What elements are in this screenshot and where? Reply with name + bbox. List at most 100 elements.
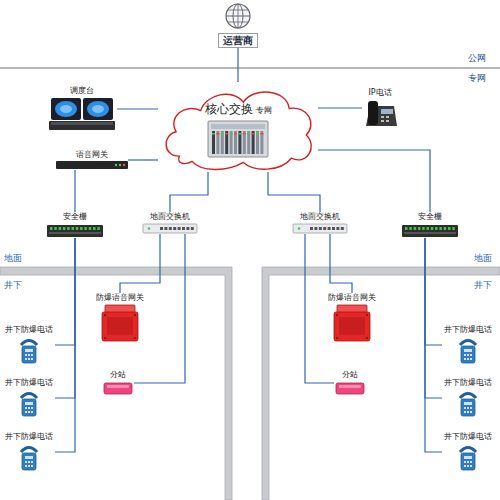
icon-holder [292,222,348,234]
icon-holder [47,96,117,132]
device-label: 安全栅 [46,212,104,222]
connector [268,172,320,212]
mine-phone: 井下防爆电话 [3,325,55,365]
mine-phone: 井下防爆电话 [442,378,494,418]
mine-phone: 井下防爆电话 [3,378,55,418]
icon-holder [334,380,366,396]
connector [74,170,75,212]
device-label: 井下防爆电话 [442,325,494,335]
voice-gateway: 语音网关 [56,150,128,170]
server-holder [158,120,318,158]
substation-icon [102,380,134,396]
device-label: 井下防爆电话 [442,432,494,442]
icon-holder [3,335,55,365]
private-network-tag: 专网 [256,106,272,116]
connector [330,234,352,293]
dispatch-console: 调度台 [47,86,117,132]
connector [55,238,75,452]
mine-phone-icon [457,442,479,472]
ground-switch: 地面交换机 [292,212,348,234]
mine-phone-icon [18,388,40,418]
device-label: 防爆语音网关 [326,293,378,303]
connector [425,238,442,452]
connector [134,234,185,383]
server-icon [207,120,269,158]
substation: 分站 [334,370,366,396]
substation: 分站 [102,370,134,396]
safety-barrier: 安全栅 [401,212,459,238]
mine-phone: 井下防爆电话 [442,432,494,472]
explosion-proof-gateway: 防爆语音网关 [94,293,146,343]
safety-barrier-icon [401,222,459,238]
console-icon [47,96,117,132]
device-label: 调度台 [47,86,117,96]
icon-holder [442,442,494,472]
underground-label: 井下 [474,280,492,291]
mine-phone: 井下防爆电话 [442,325,494,365]
connector [117,108,158,109]
public-network-label: 公网 [468,53,486,64]
device-label: 运营商 [218,33,258,48]
connector [237,48,238,82]
switch-icon [292,222,348,234]
connector [318,107,362,108]
ip-phone-icon [362,98,398,128]
mine-phone-icon [18,335,40,365]
device-label: 井下防爆电话 [3,378,55,388]
device-label: 井下防爆电话 [3,325,55,335]
underground-label: 井下 [4,280,22,291]
icon-holder [3,388,55,418]
device-label: 语音网关 [56,150,128,160]
substation-icon [334,380,366,396]
explosion-proof-gateway-icon [331,303,373,343]
mine-phone-icon [457,388,479,418]
icon-holder [3,442,55,472]
ground-switch: 地面交换机 [142,212,198,234]
icon-holder [56,160,128,170]
icon-holder [401,222,459,238]
ground-wall-left [0,267,232,500]
core-switch-title: 核心交换 [205,102,253,116]
device-label: 分站 [334,370,366,380]
explosion-proof-gateway-icon [99,303,141,343]
mine-phone: 井下防爆电话 [3,432,55,472]
surface-label: 地面 [4,253,22,264]
core-switch-cloud: 核心交换专网 [158,82,318,172]
mine-phone-icon [18,442,40,472]
device-label: 地面交换机 [142,212,198,222]
connector [120,234,160,293]
safety-barrier: 安全栅 [46,212,104,238]
device-label: IP电话 [362,88,398,98]
icon-holder [216,3,260,29]
icon-holder [46,222,104,238]
device-label: 防爆语音网关 [94,293,146,303]
cloud-title-row: 核心交换专网 [158,82,318,117]
switch-icon [142,222,198,234]
ground-wall-right [262,267,500,500]
device-label: 地面交换机 [292,212,348,222]
icon-holder [94,303,146,343]
connector [170,172,208,212]
carrier-node: 运营商 [216,3,260,48]
ip-phone: IP电话 [362,88,398,128]
connector [55,238,75,345]
gateway-icon [56,160,128,170]
icon-holder [442,335,494,365]
icon-holder [326,303,378,343]
network-divider [0,67,500,69]
connector [55,238,75,398]
icon-holder [102,380,134,396]
connector [128,159,158,160]
surface-label: 地面 [474,253,492,264]
device-label: 安全栅 [401,212,459,222]
safety-barrier-icon [46,222,104,238]
explosion-proof-gateway: 防爆语音网关 [326,293,378,343]
connector [425,238,442,398]
icon-holder [442,388,494,418]
icon-holder [362,98,398,128]
mine-phone-icon [457,335,479,365]
device-label: 分站 [102,370,134,380]
connector [425,238,442,345]
